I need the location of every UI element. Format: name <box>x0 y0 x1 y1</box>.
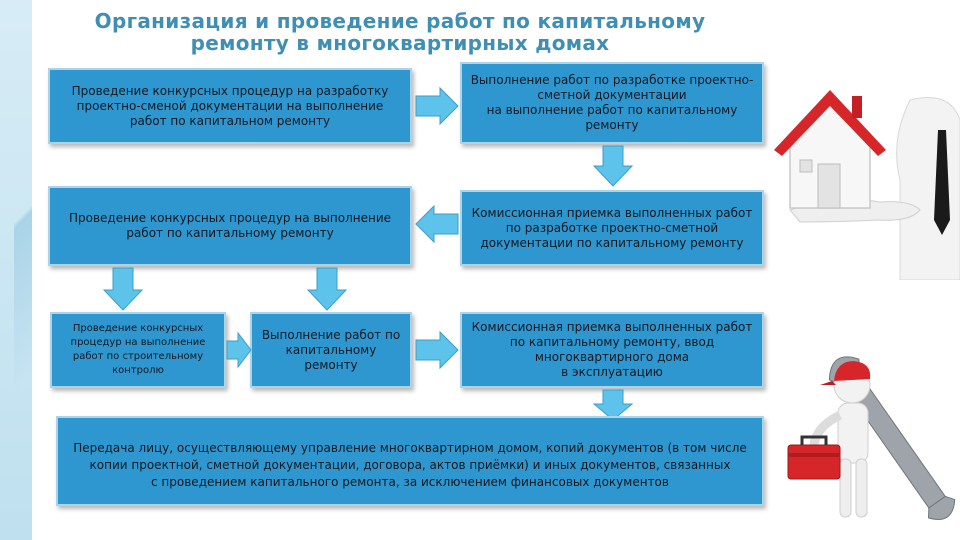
arrow-left-icon <box>415 204 459 244</box>
arrow-down-icon <box>306 267 348 311</box>
arrow-right-icon <box>415 330 459 370</box>
box-contest-repair-work: Проведение конкурсных процедур на выполн… <box>48 186 412 266</box>
arrow-down-icon <box>592 389 634 421</box>
box-acceptance-design-docs: Комиссионная приемка выполненных работ п… <box>460 190 764 266</box>
arrow-right-icon <box>415 86 459 126</box>
page-title: Организация и проведение работ по капита… <box>94 9 706 55</box>
arrow-right-icon <box>226 331 252 369</box>
box-contest-construction-control: Проведение конкурсных процедур на выполн… <box>50 312 226 388</box>
box-acceptance-repair: Комиссионная приемка выполненных работ п… <box>460 312 764 388</box>
left-accent-strip <box>0 0 32 540</box>
repairman-with-toolbox-illustration <box>787 356 956 520</box>
box-handover: Передача лицу, осуществляющему управлени… <box>56 416 764 506</box>
box-design-docs-work: Выполнение работ по разработке проектно-… <box>460 62 764 144</box>
house-with-hand-illustration <box>774 90 960 280</box>
box-repair-work: Выполнение работ по капитальному ремонту <box>250 312 412 388</box>
arrow-down-icon <box>592 145 634 187</box>
box-contest-design-docs: Проведение конкурсных процедур на разраб… <box>48 68 412 144</box>
arrow-down-icon <box>102 267 144 311</box>
